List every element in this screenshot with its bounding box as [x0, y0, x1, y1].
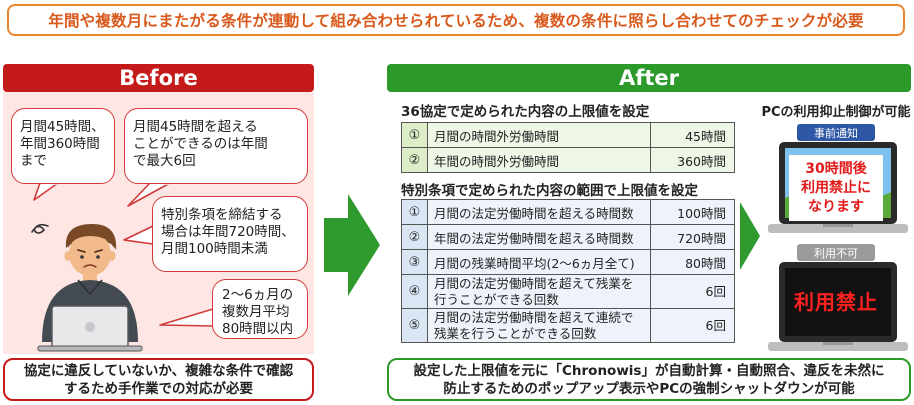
table-row: ③ 月間の残業時間平均(2～6ヵ月全て) 80時間: [401, 249, 735, 275]
after-conclusion: 設定した上限値を元に「Chronowis」が自動計算・自動照合、違反を未然に 防…: [387, 358, 911, 401]
shutdown-warning-popup: 30時間後 利用禁止に なります: [787, 153, 885, 223]
bubble-line: 場合は年間720時間、: [161, 224, 295, 240]
bubble-line: まで: [20, 153, 47, 169]
row-number: ③: [401, 249, 428, 275]
small-arrow-icon: [740, 202, 760, 270]
table-row: ⑤ 月間の法定労働時間を超えて連続で 残業を行うことができる回数 6回: [401, 308, 735, 343]
row-value: 45時間: [650, 122, 735, 148]
row-number: ⑤: [401, 308, 428, 343]
row-number: ②: [401, 224, 428, 250]
after-header: After: [387, 64, 911, 92]
row-value: 6回: [650, 274, 735, 309]
row-value: 80時間: [650, 249, 735, 275]
row-number: ①: [401, 199, 428, 225]
row-label: 月間の法定労働時間を超える時間数: [427, 199, 651, 225]
row-number: ②: [401, 147, 428, 173]
row-value: 720時間: [650, 224, 735, 250]
special-clause-limits-table: ① 月間の法定労働時間を超える時間数 100時間 ② 年間の法定労働時間を超える…: [401, 199, 735, 343]
bubble-line: 2～6ヵ月の: [222, 287, 294, 303]
bubble-line: 月間45時間を超える: [133, 119, 258, 135]
row-label: 月間の時間外労働時間: [427, 122, 651, 148]
row-label-line: 残業を行うことができる回数: [434, 325, 597, 341]
bubble-line: 年間360時間: [20, 136, 100, 152]
row-label: 月間の法定労働時間を超えて連続で 残業を行うことができる回数: [427, 308, 651, 343]
table-row: ① 月間の法定労働時間を超える時間数 100時間: [401, 199, 735, 225]
before-header: Before: [3, 64, 314, 92]
row-number: ④: [401, 274, 428, 309]
speech-bubble-exceed-count: 月間45時間を超える ことができるのは年間 で最大6回: [124, 108, 308, 184]
note-line: 協定に違反していないか、複雑な条件で確認: [23, 362, 294, 379]
note-line: 設定した上限値を元に「Chronowis」が自動計算・自動照合、違反を未然に: [413, 362, 885, 379]
top-banner: 年間や複数月にまたがる条件が連動して組み合わせられているため、複数の条件に照らし…: [7, 4, 905, 36]
section-title-36-agreement: 36協定で定められた内容の上限値を設定: [401, 104, 650, 120]
unavailable-badge: 利用不可: [797, 244, 875, 261]
row-value: 360時間: [650, 147, 735, 173]
row-label-line: 行うことができる回数: [434, 291, 559, 307]
row-value: 6回: [650, 308, 735, 343]
row-label: 年間の時間外労働時間: [427, 147, 651, 173]
bubble-line: ことができるのは年間: [133, 136, 268, 152]
bubble-line: 80時間以内: [222, 321, 294, 337]
bubble-line: 月間100時間未満: [161, 241, 268, 257]
speech-bubble-monthly-limit: 月間45時間、 年間360時間 まで: [11, 108, 115, 184]
popup-line: 30時間後: [805, 160, 867, 177]
row-label-line: 月間の法定労働時間を超えて連続で: [434, 309, 634, 325]
row-label: 月間の残業時間平均(2～6ヵ月全て): [427, 249, 651, 275]
bubble-line: で最大6回: [133, 153, 196, 169]
popup-line: なります: [808, 198, 864, 215]
table-row: ② 年間の時間外労働時間 360時間: [401, 147, 735, 173]
row-value: 100時間: [650, 199, 735, 225]
note-line: するため手作業での対応が必要: [63, 380, 253, 397]
speech-bubble-special-clause: 特別条項を締結する 場合は年間720時間、 月間100時間未満: [152, 196, 308, 272]
section-title-special-clause: 特別条項で定められた内容の範囲で上限値を設定: [401, 183, 698, 199]
row-number: ①: [401, 122, 428, 148]
agreement-limits-table: ① 月間の時間外労働時間 45時間 ② 年間の時間外労働時間 360時間: [401, 122, 735, 173]
table-row: ④ 月間の法定労働時間を超えて残業を 行うことができる回数 6回: [401, 274, 735, 309]
row-label: 年間の法定労働時間を超える時間数: [427, 224, 651, 250]
usage-prohibited-screen: 利用禁止: [794, 289, 878, 314]
speech-bubble-multi-month-average: 2～6ヵ月の 複数月平均 80時間以内: [212, 279, 308, 339]
before-conclusion: 協定に違反していないか、複雑な条件で確認 するため手作業での対応が必要: [3, 358, 314, 401]
laptop-blocked-icon: [768, 262, 908, 351]
worried-person-icon: [31, 223, 143, 352]
pc-control-title: PCの利用抑止制御が可能: [761, 105, 911, 120]
transition-arrow-icon: [324, 194, 380, 296]
row-label-line: 月間の法定労働時間を超えて残業を: [434, 275, 634, 291]
popup-window: [789, 155, 883, 221]
note-line: 防止するためのポップアップ表示やPCの強制シャットダウンが可能: [443, 380, 855, 397]
bubble-line: 複数月平均: [222, 304, 290, 320]
bubble-line: 特別条項を締結する: [161, 207, 283, 223]
table-row: ① 月間の時間外労働時間 45時間: [401, 122, 735, 148]
row-label: 月間の法定労働時間を超えて残業を 行うことができる回数: [427, 274, 651, 309]
popup-line: 利用禁止に: [801, 179, 871, 196]
advance-notice-badge: 事前通知: [797, 124, 875, 141]
table-row: ② 年間の法定労働時間を超える時間数 720時間: [401, 224, 735, 250]
bubble-line: 月間45時間、: [20, 119, 105, 135]
